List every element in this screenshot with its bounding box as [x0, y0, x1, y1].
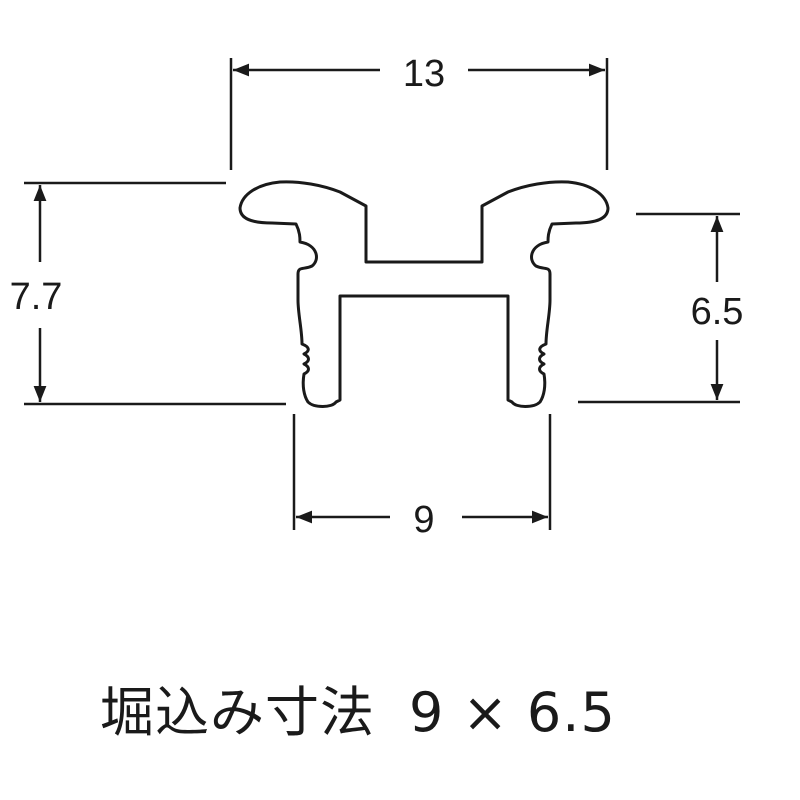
dimension-label-top-width: 13 [403, 53, 445, 95]
profile-outline [238, 180, 610, 408]
dimension-label-right-height: 6.5 [691, 291, 744, 333]
dimension-label-left-height: 7.7 [10, 276, 63, 318]
caption: 堀込み寸法 9 × 6.5 [100, 668, 616, 747]
dimension-label-bottom-width: 9 [413, 499, 434, 541]
caption-label: 堀込み寸法 [100, 681, 375, 744]
caption-value: 9 × 6.5 [409, 681, 616, 744]
